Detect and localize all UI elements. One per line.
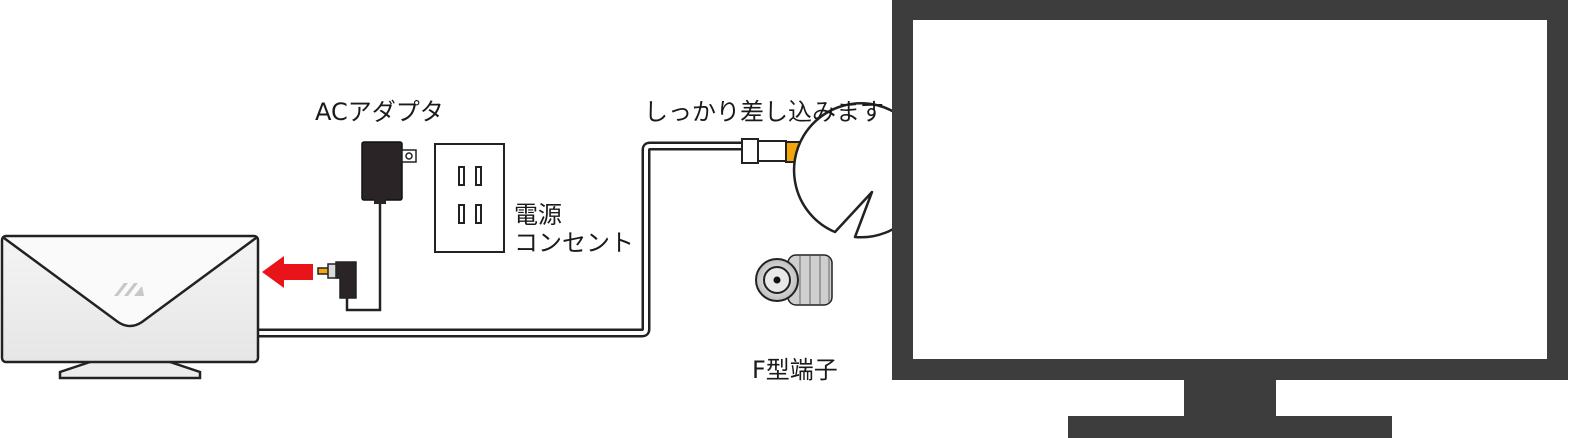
- wall-outlet-icon: [434, 143, 505, 253]
- antenna-box-icon: [0, 234, 260, 380]
- dc-plug-icon: [317, 202, 382, 312]
- ac-adapter-icon: [361, 141, 417, 204]
- ac-adapter-label: ACアダプタ: [315, 98, 444, 126]
- television-icon: [892, 0, 1568, 438]
- f-terminal-label: F型端子: [752, 356, 838, 384]
- insert-firmly-label: しっかり差し込みます: [644, 98, 884, 126]
- tv-screen: [913, 20, 1547, 359]
- outlet-label-line1: 電源: [514, 201, 562, 229]
- brand-logo-icon: [114, 283, 144, 296]
- coax-cable: [258, 141, 742, 338]
- outlet-label-line2: コンセント: [514, 229, 634, 257]
- f-terminal-icon: [755, 254, 833, 306]
- insert-arrow-left: [262, 256, 313, 288]
